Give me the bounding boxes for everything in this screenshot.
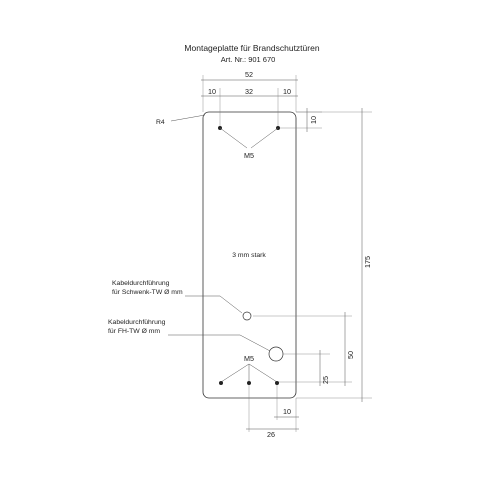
corner-radius-leader	[170, 114, 206, 122]
dim-top-left-offset: 10	[208, 87, 216, 96]
dim-bottom-spacing-50: 50	[346, 351, 355, 359]
dim-bottom-spacing-25: 25	[321, 376, 330, 384]
dim-top-hole-spacing: 32	[245, 87, 253, 96]
bottom-right-mounting-hole	[275, 381, 279, 385]
dim-top-right-offset: 10	[283, 87, 291, 96]
bottom-left-mounting-hole	[219, 381, 223, 385]
bottom-center-mounting-hole	[247, 381, 251, 385]
dim-top-vertical-offset: 10	[309, 116, 318, 124]
dim-bottom-right-offset: 10	[283, 407, 291, 416]
bottom-thread-leader-left	[220, 363, 250, 383]
cable-feedthrough-swing	[242, 311, 252, 321]
cable-fh-label-line1: Kabeldurchführung	[108, 319, 166, 326]
corner-radius-label: R4	[156, 119, 165, 126]
dim-overall-height: 175	[363, 256, 372, 268]
plate-thickness-label: 3 mm stark	[232, 252, 266, 259]
dim-overall-width: 52	[245, 70, 253, 79]
cable-swing-leader	[185, 295, 243, 314]
cable-swing-label-line1: Kabeldurchführung	[112, 280, 170, 287]
top-thread-label: M5	[244, 151, 254, 160]
top-thread-leader-right	[250, 127, 279, 149]
drawing-title: Montageplatte für Brandschutztüren	[184, 43, 319, 53]
cable-swing-label-line2: für Schwenk-TW Ø mm	[112, 289, 183, 296]
cable-fh-label-line2: für FH-TW Ø mm	[108, 328, 160, 335]
bottom-thread-label: M5	[244, 354, 254, 363]
cable-fh-leader	[168, 334, 273, 353]
top-thread-leader-left	[219, 127, 248, 149]
article-number: Art. Nr.: 901 670	[221, 55, 276, 64]
bottom-thread-leader-right	[248, 363, 278, 383]
dim-bottom-width: 26	[267, 430, 275, 439]
mounting-plate-outline	[202, 111, 297, 399]
cable-feedthrough-fh	[268, 346, 284, 362]
